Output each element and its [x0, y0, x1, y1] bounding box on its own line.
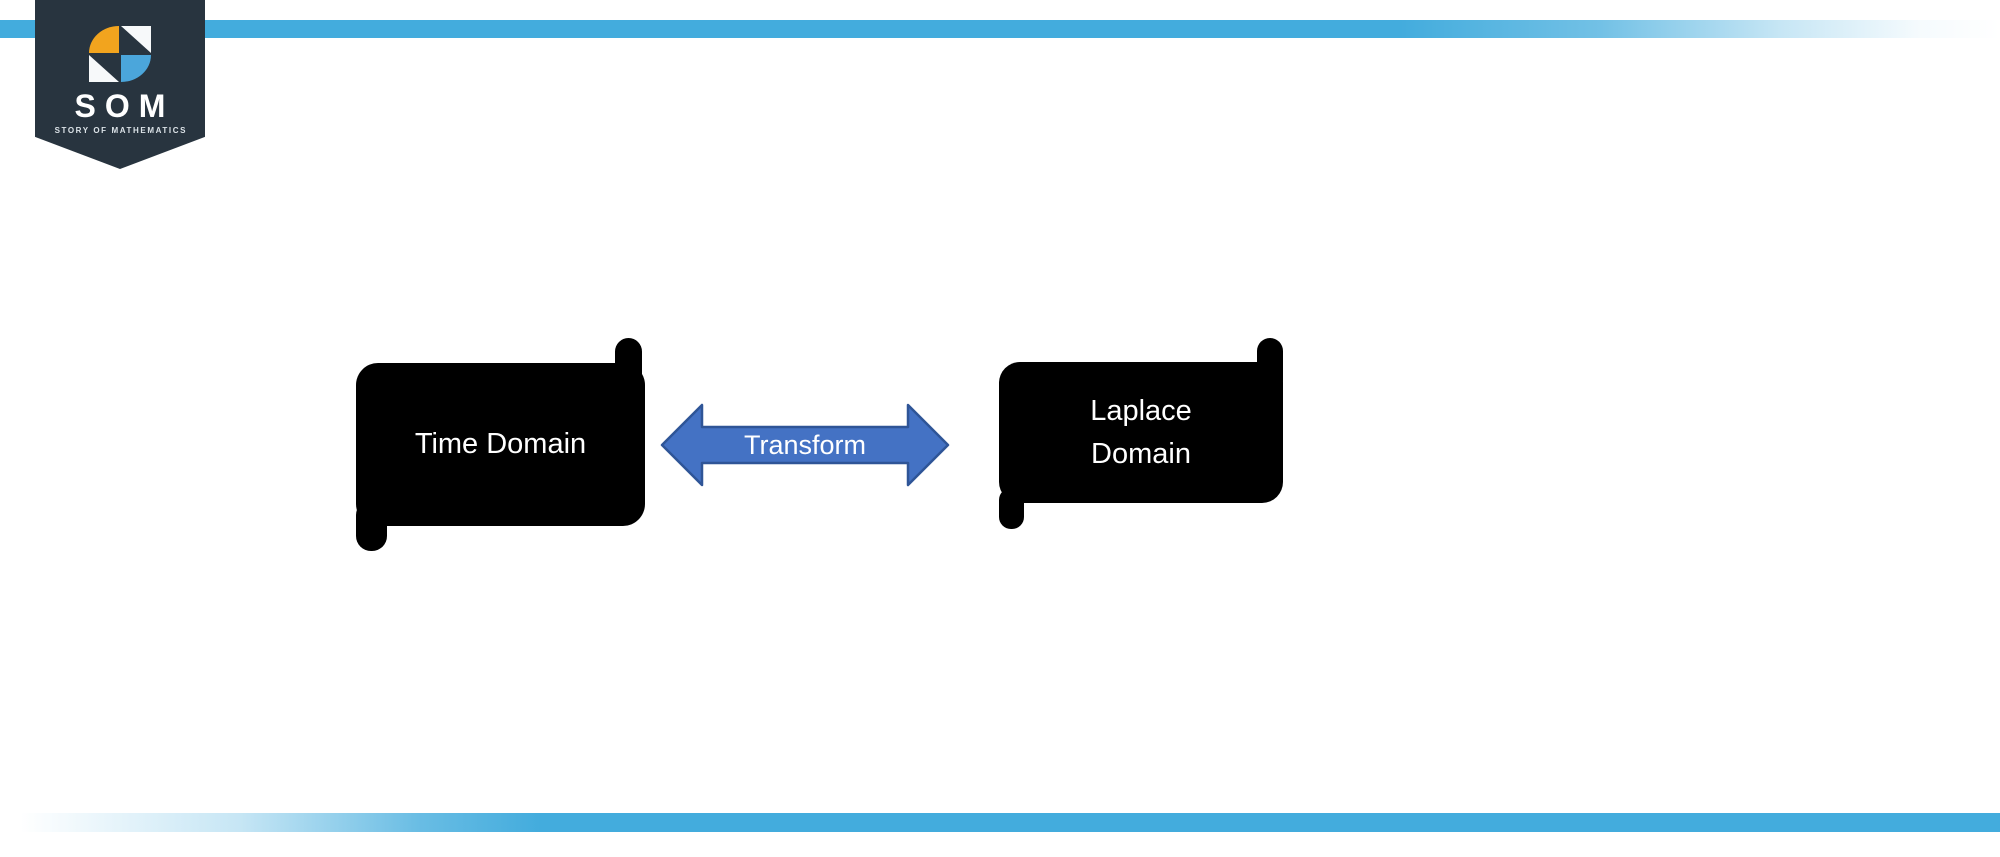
pinwheel-orange-quadrant	[89, 26, 119, 53]
som-pinwheel-icon	[89, 26, 151, 84]
top-accent-bar	[0, 20, 2000, 38]
double-arrow-icon	[660, 403, 950, 487]
node-laplace-domain: Laplace Domain	[999, 338, 1283, 529]
pinwheel-white-triangle-top	[121, 26, 151, 53]
pinwheel-white-triangle-bottom	[89, 55, 119, 82]
node-label: Laplace Domain	[1090, 395, 1192, 470]
bottom-accent-bar	[0, 813, 2000, 832]
logo-title: SOM	[74, 88, 175, 124]
transform-connector: Transform	[655, 400, 955, 490]
som-logo-badge: SOM STORY OF MATHEMATICS	[35, 0, 205, 169]
node-time-domain: Time Domain	[356, 338, 645, 551]
node-label: Time Domain	[414, 428, 587, 461]
pinwheel-blue-quadrant	[121, 55, 151, 82]
node-body: Time Domain	[356, 363, 645, 526]
connector-label: Transform	[743, 429, 866, 460]
node-body: Laplace Domain	[999, 362, 1283, 503]
logo-subtitle: STORY OF MATHEMATICS	[54, 126, 188, 135]
